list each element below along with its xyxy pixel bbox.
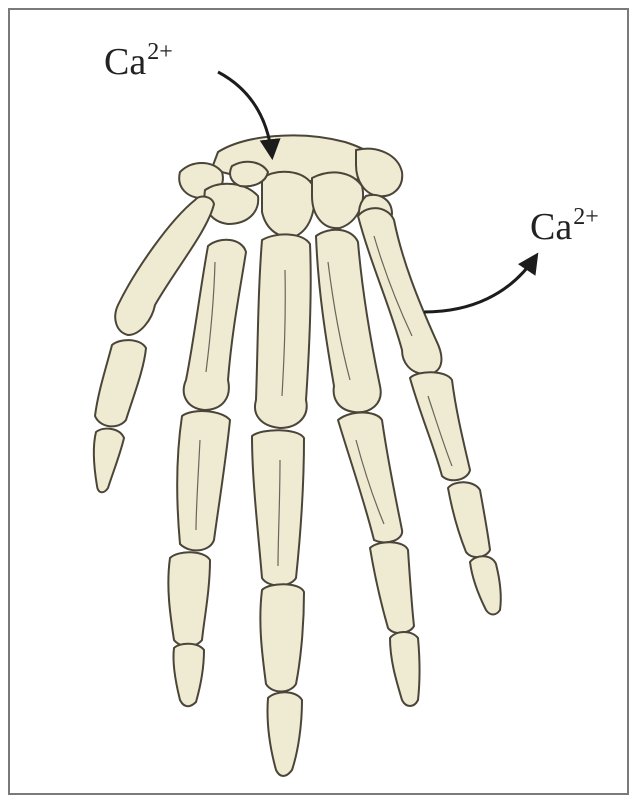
calcium-out-charge: 2+	[573, 204, 599, 230]
calcium-in-charge: 2+	[147, 39, 173, 65]
arrow-out-of-metacarpal-icon	[424, 256, 536, 312]
calcium-out-base: Ca	[530, 206, 572, 248]
middle-finger-bones	[252, 234, 311, 776]
index-finger-bones	[168, 240, 246, 707]
calcium-out-label: Ca2+	[530, 205, 599, 246]
calcium-in-base: Ca	[104, 41, 146, 83]
calcium-in-label: Ca2+	[104, 40, 173, 81]
